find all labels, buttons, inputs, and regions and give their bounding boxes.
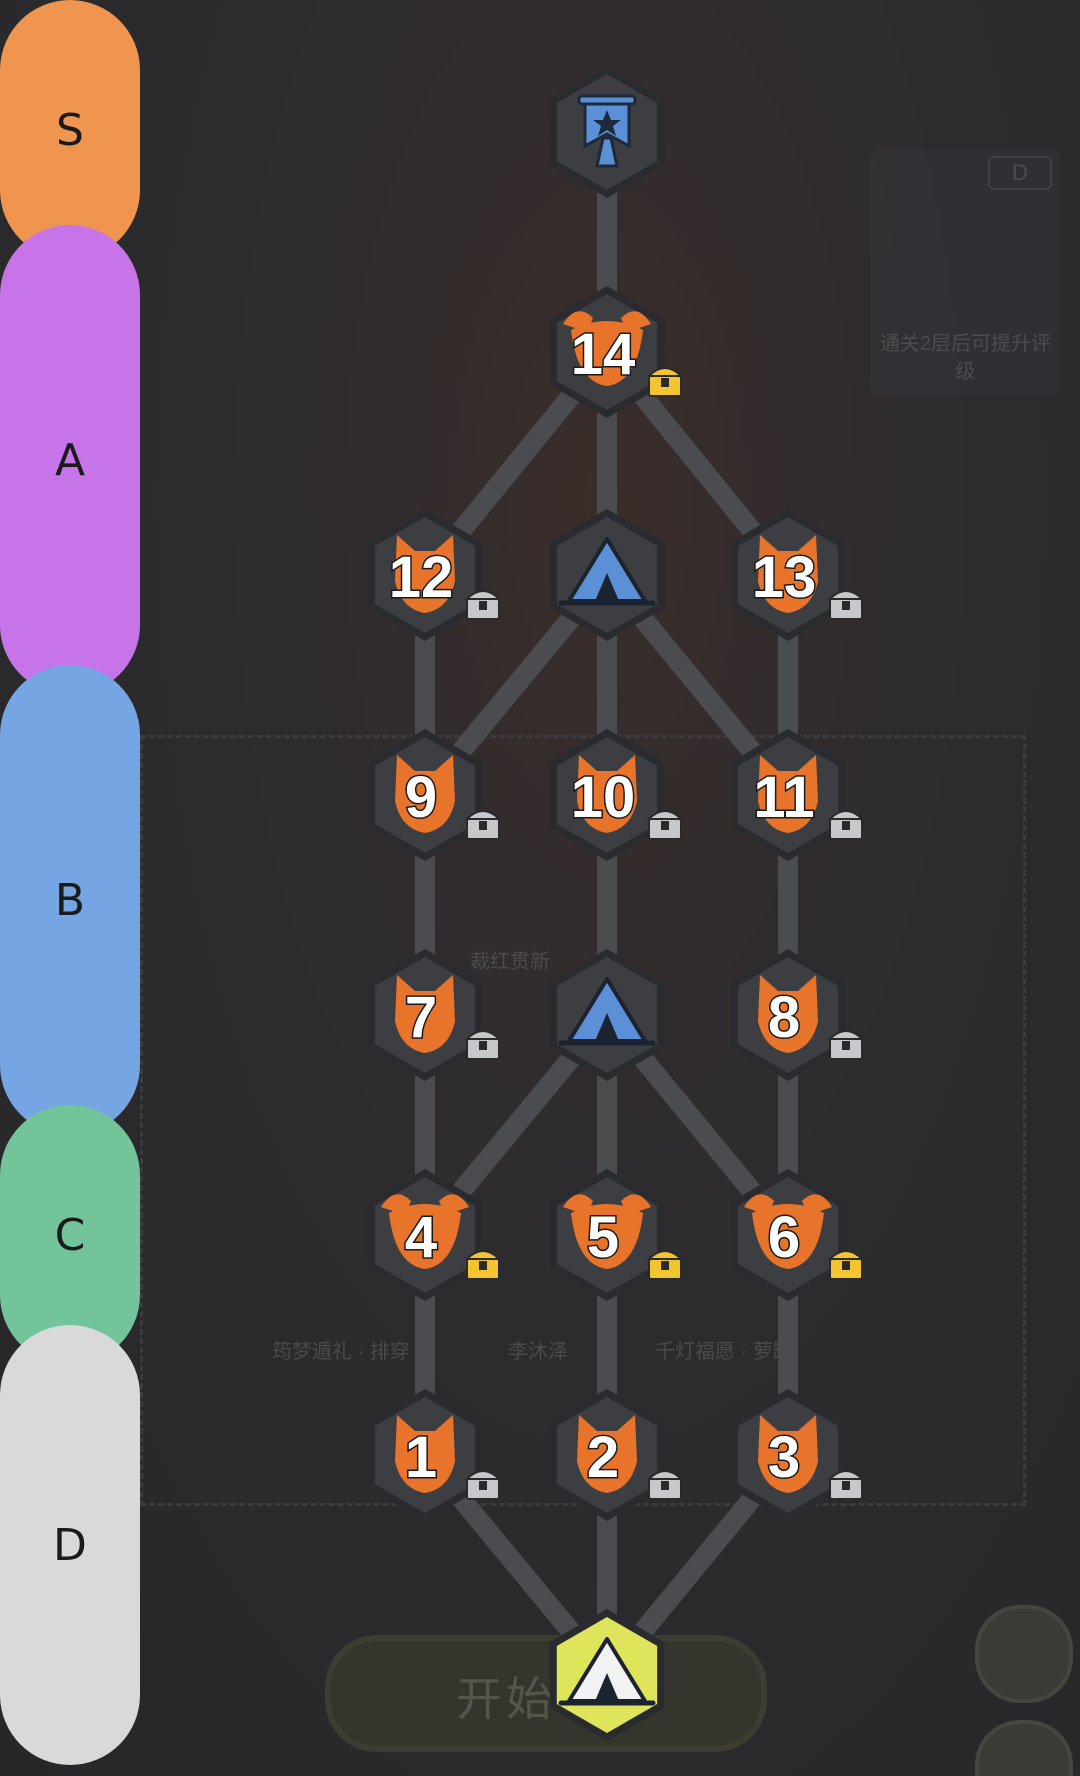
tent-icon [558,537,656,606]
map-node-3[interactable]: 3 [730,1389,865,1521]
silver-chest-icon [464,1470,502,1500]
tier-band-b: B [0,665,140,1135]
fox-icon [395,1415,455,1493]
fox-icon [758,1415,818,1493]
silver-chest-icon [646,810,684,840]
map-node-4[interactable]: 4 [367,1169,502,1301]
tier-band-c: C [0,1105,140,1365]
node-number: 4 [405,1205,437,1270]
tier-label: D [53,1519,87,1571]
bg-char-name: 千灯福愿 · 萝缸 [655,1341,793,1363]
horned-fox-icon [563,1194,651,1269]
silver-chest-icon [827,590,865,620]
node-number: 8 [768,985,800,1050]
node-number: 1 [405,1425,437,1490]
fox-icon [395,755,455,833]
map-node-9[interactable]: 9 [367,729,502,861]
tier-label: A [54,434,86,486]
gold-chest-icon [464,1250,502,1280]
tier-band-s: S [0,0,140,260]
silver-chest-icon [464,1030,502,1060]
panel-text: 通关2层后可提升评级 [879,333,1052,383]
fox-icon [395,535,455,613]
silver-chest-icon [827,810,865,840]
bg-char-name: 筠梦遁礼 · 排穿 [272,1341,410,1363]
fox-icon [758,975,818,1053]
tier-band-a: A [0,225,140,695]
node-number: 9 [405,765,437,830]
silver-chest-icon [827,1030,865,1060]
horned-fox-icon [563,311,651,386]
tier-band-d: D [0,1325,140,1765]
node-number: 13 [752,545,817,610]
map-node-1[interactable]: 1 [367,1389,502,1521]
chest-menu-button[interactable] [975,1605,1073,1703]
horned-fox-icon [744,1194,832,1269]
node-number: 7 [405,985,437,1050]
node-number: 14 [571,322,636,387]
fox-icon [758,535,818,613]
horned-fox-icon [381,1194,469,1269]
tier-label: C [54,1209,86,1261]
start-button[interactable]: 开始 [325,1635,767,1752]
bg-char-name: 李沐泽 [508,1341,568,1363]
map-node-13[interactable]: 13 [730,509,865,641]
map-node-7[interactable]: 7 [367,949,502,1081]
banner-star-icon [577,94,637,168]
fox-icon [577,755,637,833]
tier-label: S [56,104,84,156]
panel-badge: D [988,156,1052,190]
start-button-label: 开始 [456,1673,556,1725]
map-node-boss[interactable] [549,66,665,198]
gold-chest-icon [827,1250,865,1280]
silver-chest-icon [827,1470,865,1500]
tent-icon [558,977,656,1046]
map-node-11[interactable]: 11 [730,729,865,861]
map-node-camp-mid[interactable] [549,949,665,1081]
fox-icon [577,1415,637,1493]
gold-chest-icon [646,1250,684,1280]
node-number: 5 [587,1205,619,1270]
map-node-10[interactable]: 10 [549,729,684,861]
node-number: 11 [753,765,814,830]
node-number: 12 [389,545,454,610]
node-number: 2 [587,1425,619,1490]
map-node-5[interactable]: 5 [549,1169,684,1301]
silver-chest-icon [464,590,502,620]
fox-icon [395,975,455,1053]
background-rating-panel: D 通关2层后可提升评级 [870,150,1060,395]
fox-icon [758,755,818,833]
map-node-6[interactable]: 6 [730,1169,865,1301]
map-node-12[interactable]: 12 [367,509,502,641]
map-node-2[interactable]: 2 [549,1389,684,1521]
node-number: 3 [768,1425,800,1490]
map-node-14[interactable]: 14 [549,286,684,418]
silver-chest-icon [646,1470,684,1500]
tent-icon [558,1637,656,1706]
map-node-8[interactable]: 8 [730,949,865,1081]
tier-label: B [54,874,86,926]
bg-char-name: 裁红贯新 [470,951,550,973]
node-number: 10 [571,765,636,830]
map-node-start[interactable] [549,1609,665,1741]
silver-chest-icon [464,810,502,840]
node-number: 6 [768,1205,800,1270]
gold-chest-icon [646,367,684,397]
map-node-camp-top[interactable] [549,509,665,641]
